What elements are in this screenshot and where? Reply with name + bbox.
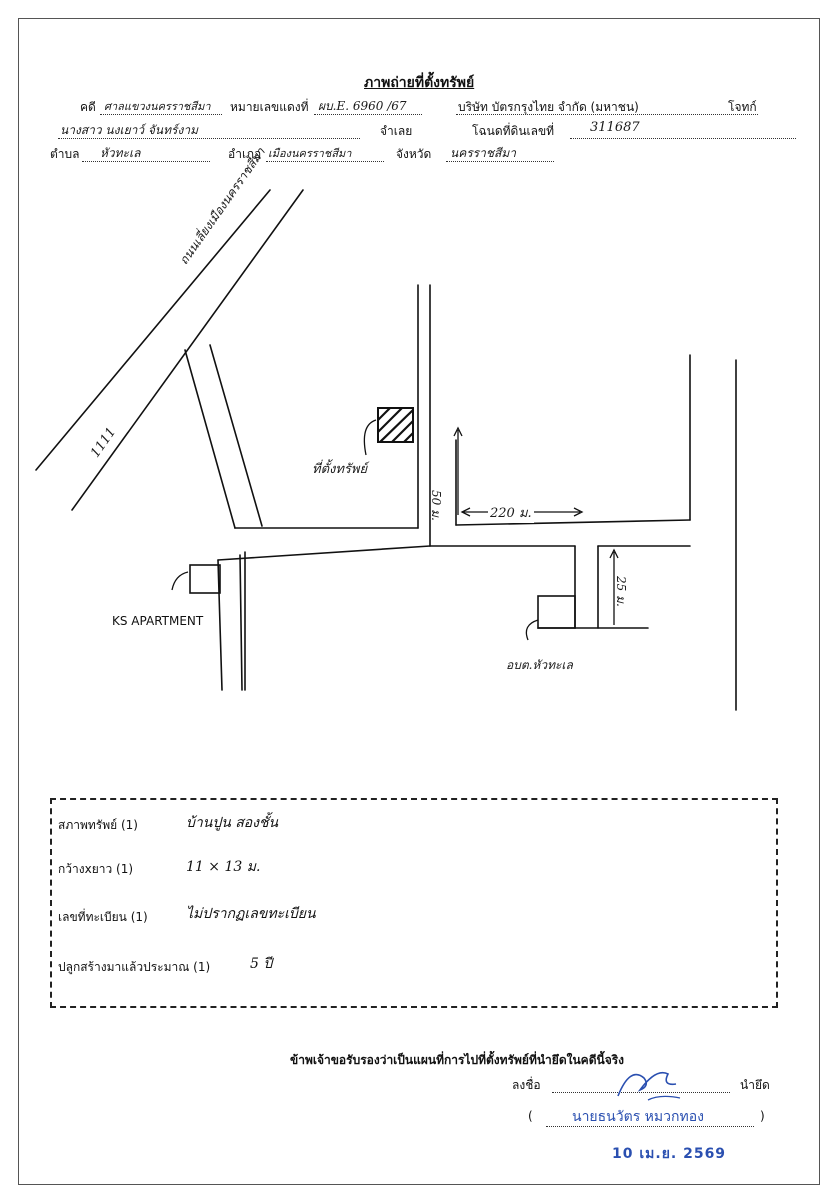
- red-case-value: ผบ.E. 6960 /67: [318, 99, 407, 113]
- condition-value: บ้านปูน สองชั้น: [186, 815, 279, 831]
- red-case-label: หมายเลขแดงที่: [230, 100, 309, 114]
- west-lower-road-left: [217, 559, 223, 691]
- ks-apartment-building: [189, 564, 221, 594]
- registration-label: เลขที่ทะเบียน (1): [58, 910, 148, 924]
- defendant-label: จำเลย: [380, 124, 413, 138]
- size-label: กว้างxยาว (1): [58, 862, 134, 876]
- distance-50-label: 50 ม.: [429, 490, 443, 521]
- province-blank: [446, 161, 554, 162]
- deed-value: 311687: [590, 120, 640, 135]
- plaintiff-value: บริษัท บัตรกรุงไทย จำกัด (มหาชน): [458, 100, 639, 114]
- case-label: คดี: [80, 100, 96, 114]
- highway-edge-left: [35, 189, 271, 471]
- condition-label: สภาพทรัพย์ (1): [58, 818, 138, 832]
- distance-220-arrow-head-right: [573, 507, 584, 517]
- province-value: นครราชสีมา: [450, 146, 516, 160]
- document-title: ภาพถ่ายที่ตั้งทรัพย์: [364, 75, 475, 91]
- obt-office-label: อบต.หัวทะเล: [506, 658, 573, 672]
- property-info-box: [50, 798, 778, 1008]
- red-case-blank: [314, 114, 422, 115]
- ks-pointer-arrow: [171, 571, 189, 591]
- subdistrict-blank: [82, 161, 210, 162]
- district-blank: [266, 161, 384, 162]
- size-value: 11 × 13 ม.: [186, 859, 261, 875]
- signer-name-line: [546, 1126, 754, 1127]
- defendant-value: นางสาว นงเยาว์ จันทร์งาม: [60, 123, 198, 137]
- east-road-top: [455, 519, 691, 526]
- subdistrict-value: หัวทะเล: [100, 146, 141, 160]
- plaintiff-blank: [456, 114, 758, 115]
- sign-label: ลงชื่อ: [512, 1078, 541, 1092]
- province-label: จังหวัด: [396, 147, 432, 161]
- distance-50-arrow-head: [453, 426, 463, 437]
- branch-road-edge-left: [184, 349, 236, 529]
- registration-value: ไม่ปรากฏเลขทะเบียน: [186, 906, 316, 922]
- deed-blank: [570, 138, 796, 139]
- age-value: 5 ปี: [250, 956, 273, 972]
- district-label: อำเภอ: [228, 147, 262, 161]
- certification-text: ข้าพเจ้าขอรับรองว่าเป็นแผนที่การไปที่ตั้…: [290, 1053, 625, 1067]
- distance-220-label: 220 ม.: [488, 502, 534, 523]
- page-border: [18, 18, 820, 1185]
- plaintiff-label: โจทก์: [728, 100, 757, 114]
- obt-pointer-arrow: [525, 619, 539, 641]
- deed-label: โฉนดที่ดินเลขที่: [472, 124, 555, 138]
- signature-scribble: [617, 1071, 681, 1101]
- distance-25-label: 25 ม.: [614, 576, 628, 607]
- obt-office-building: [537, 595, 576, 629]
- age-label: ปลูกสร้างมาแล้วประมาณ (1): [58, 960, 211, 974]
- property-marker: [377, 407, 414, 443]
- distance-25-arrow-head: [609, 548, 619, 559]
- close-paren: ): [760, 1109, 765, 1123]
- highway-edge-right: [71, 189, 304, 511]
- signer-role: นำยึด: [740, 1078, 770, 1092]
- ks-apartment-label: KS APARTMENT: [112, 614, 204, 628]
- subdistrict-label: ตำบล: [50, 147, 80, 161]
- defendant-blank: [58, 138, 360, 139]
- distance-220-arrow-head-left: [460, 507, 471, 517]
- branch-road-edge-right: [209, 344, 263, 527]
- signature-line: [552, 1092, 730, 1093]
- case-value: ศาลแขวงนครราชสีมา: [104, 100, 211, 113]
- open-paren: (: [528, 1109, 533, 1123]
- west-lower-road-right: [239, 554, 243, 691]
- main-road-bottom-left: [217, 545, 431, 561]
- property-label: ที่ตั้งทรัพย์: [312, 462, 368, 477]
- district-value: เมืองนครราชสีมา: [268, 147, 352, 160]
- date-stamp: 10 เม.ย. 2569: [612, 1146, 727, 1162]
- signer-name: นายธนวัตร หมวกทอง: [572, 1109, 704, 1125]
- property-pointer-arrow: [363, 419, 377, 456]
- case-blank: [100, 114, 222, 115]
